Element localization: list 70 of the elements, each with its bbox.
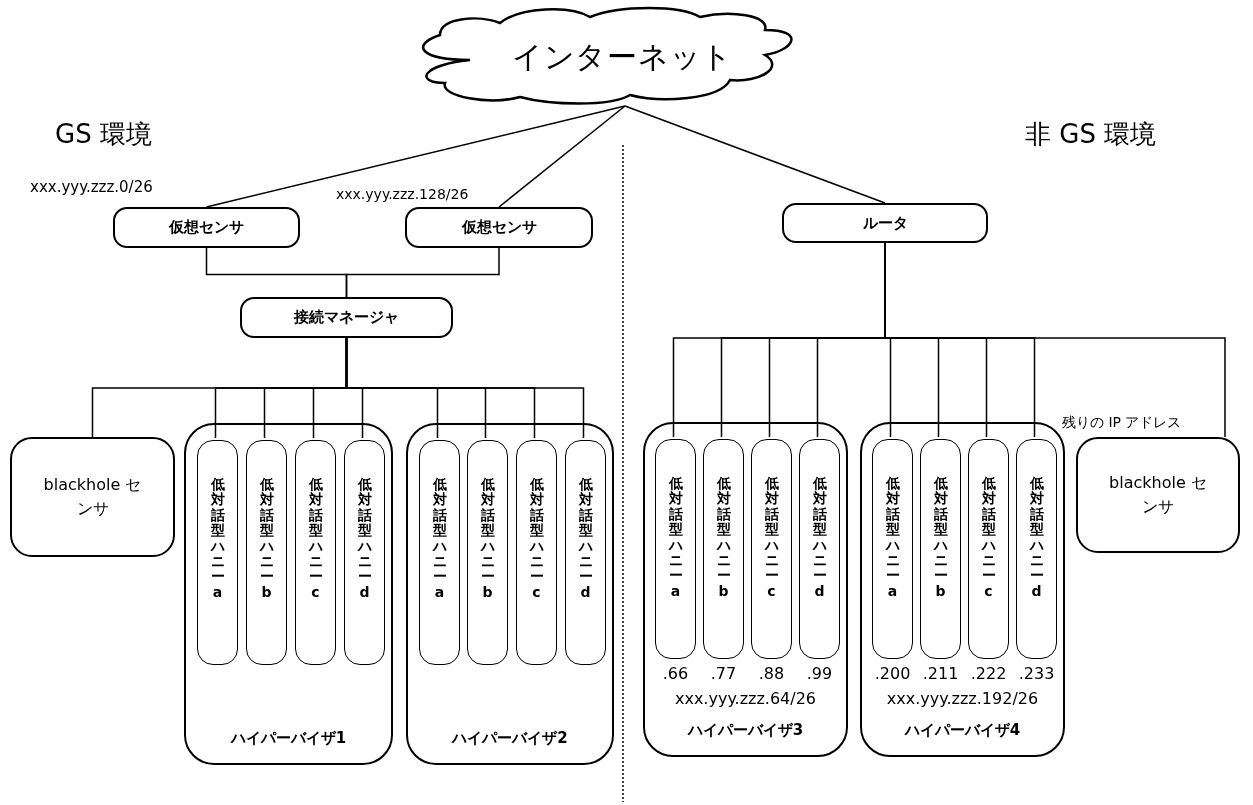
honeypot-box (419, 440, 460, 665)
honeypot-label: 低対話型ハニーd (578, 477, 593, 602)
device-label: 仮想センサ (461, 217, 537, 239)
honeypot-box (295, 440, 336, 665)
network-link (205, 105, 626, 208)
honeypot-label: 低対話型ハニーd (357, 477, 372, 602)
honeypot-box (246, 440, 287, 665)
device-label: 接続マネージャ (294, 307, 399, 329)
honeypot-box (920, 439, 961, 659)
honeypot-label: 低対話型ハニーb (716, 476, 731, 601)
honeypot-box (703, 439, 744, 659)
subnet-label: xxx.yyy.zzz.64/26 (674, 687, 817, 710)
ip-suffix: .233 (1017, 663, 1056, 685)
subnet-label: xxx.yyy.zzz.192/26 (886, 687, 1039, 710)
hypervisor-box (184, 423, 393, 765)
honeypot-box (655, 439, 696, 659)
sensor-label: blackhole センサ (1108, 472, 1208, 518)
device-box (240, 297, 453, 338)
hypervisor-label: ハイパーバイザ3 (687, 719, 804, 741)
device-box (782, 203, 988, 243)
ip-suffix: .99 (805, 663, 834, 685)
network-link (345, 337, 585, 439)
hypervisor-box (406, 423, 614, 765)
ip-suffix: .88 (757, 663, 786, 685)
honeypot-box (799, 439, 840, 659)
ip-suffix: .66 (661, 663, 690, 685)
address-note: 残りの IP アドレス (1062, 412, 1182, 433)
honeypot-label: 低対話型ハニーa (210, 477, 225, 602)
ip-suffix: .211 (921, 663, 960, 685)
honeypot-box (197, 440, 238, 665)
environment-label: GS 環境 (55, 118, 152, 151)
honeypot-label: 低対話型ハニーa (668, 476, 683, 601)
ip-suffix: .222 (969, 663, 1008, 685)
honeypot-label: 低対話型ハニーa (885, 476, 900, 601)
honeypot-label: 低対話型ハニーd (1029, 476, 1044, 601)
device-label: ルータ (862, 212, 908, 234)
network-link (345, 247, 500, 298)
device-box (405, 207, 593, 248)
honeypot-box (516, 440, 557, 665)
honeypot-label: 低対話型ハニーc (764, 476, 779, 601)
honeypot-label: 低対話型ハニーc (981, 476, 996, 601)
honeypot-box (467, 440, 508, 665)
honeypot-label: 低対話型ハニーb (259, 477, 274, 602)
hypervisor-label: ハイパーバイザ4 (904, 719, 1021, 741)
cloud-label: インターネット (511, 37, 734, 76)
honeypot-label: 低対話型ハニーc (308, 477, 323, 602)
ip-suffix: .77 (709, 663, 738, 685)
honeypot-label: 低対話型ハニーd (812, 476, 827, 601)
ip-suffix: .200 (873, 663, 912, 685)
network-link (498, 105, 626, 208)
device-label: 仮想センサ (169, 217, 244, 239)
honeypot-box (968, 439, 1009, 659)
honeypot-box (751, 439, 792, 659)
sensor-label: blackhole センサ (42, 474, 143, 520)
honeypot-box (565, 440, 606, 665)
honeypot-box (872, 439, 913, 659)
honeypot-label: 低対話型ハニーa (432, 477, 447, 602)
hypervisor-box (643, 422, 848, 757)
honeypot-label: 低対話型ハニーc (529, 477, 544, 602)
honeypot-label: 低対話型ハニーb (480, 477, 495, 602)
honeypot-box (344, 440, 385, 665)
honeypot-box (1016, 439, 1057, 659)
hypervisor-label: ハイパーバイザ2 (452, 727, 568, 749)
network-link (624, 105, 886, 204)
sensor-box (10, 437, 175, 557)
device-box (113, 207, 300, 248)
environment-label: 非 GS 環境 (1025, 118, 1157, 151)
sensor-box (1076, 437, 1240, 553)
honeypot-label: 低対話型ハニーb (933, 476, 948, 601)
hypervisor-label: ハイパーバイザ1 (230, 727, 347, 749)
